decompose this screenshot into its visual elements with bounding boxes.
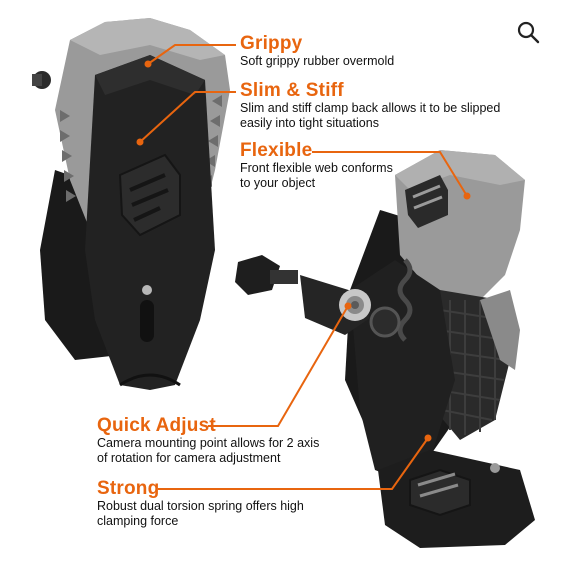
feature-desc-slim-stiff-line2: easily into tight situations (240, 116, 379, 130)
feature-desc-slim-stiff-line1: Slim and stiff clamp back allows it to b… (240, 101, 501, 115)
feature-desc-quick-adjust-line2: of rotation for camera adjustment (97, 451, 281, 465)
right-clamp (235, 150, 535, 548)
slim-callout-line (139, 91, 236, 143)
feature-desc-quick-adjust-line1: Camera mounting point allows for 2 axis (97, 436, 320, 450)
feature-title-quick-adjust: Quick Adjust (97, 415, 216, 436)
feature-desc-strong-line1: Robust dual torsion spring offers high (97, 499, 304, 513)
feature-grippy: Grippy Soft grippy rubber overmold (240, 34, 394, 69)
feature-title-slim-stiff: Slim & Stiff (240, 80, 344, 101)
quick-adjust-callout-line (208, 305, 349, 427)
callout-lines (136, 44, 471, 490)
flexible-callout-line (312, 151, 468, 197)
feature-flexible: Flexible Front flexible web conforms to … (240, 141, 393, 191)
feature-title-flexible: Flexible (240, 140, 313, 161)
feature-desc-flexible-line2: to your object (240, 176, 316, 190)
search-icon[interactable] (516, 20, 540, 44)
left-clamp (32, 18, 230, 390)
feature-title-grippy: Grippy (240, 33, 303, 54)
feature-desc-grippy: Soft grippy rubber overmold (240, 54, 395, 68)
grippy-callout-line (147, 44, 236, 65)
feature-desc-flexible-line1: Front flexible web conforms (240, 161, 393, 175)
strong-callout-line (158, 437, 429, 490)
feature-title-strong: Strong (97, 478, 160, 499)
feature-desc-strong-line2: clamping force (97, 514, 179, 528)
feature-quick-adjust: Quick Adjust Camera mounting point allow… (97, 416, 319, 466)
feature-slim-stiff: Slim & Stiff Slim and stiff clamp back a… (240, 81, 500, 131)
feature-strong: Strong Robust dual torsion spring offers… (97, 479, 304, 529)
